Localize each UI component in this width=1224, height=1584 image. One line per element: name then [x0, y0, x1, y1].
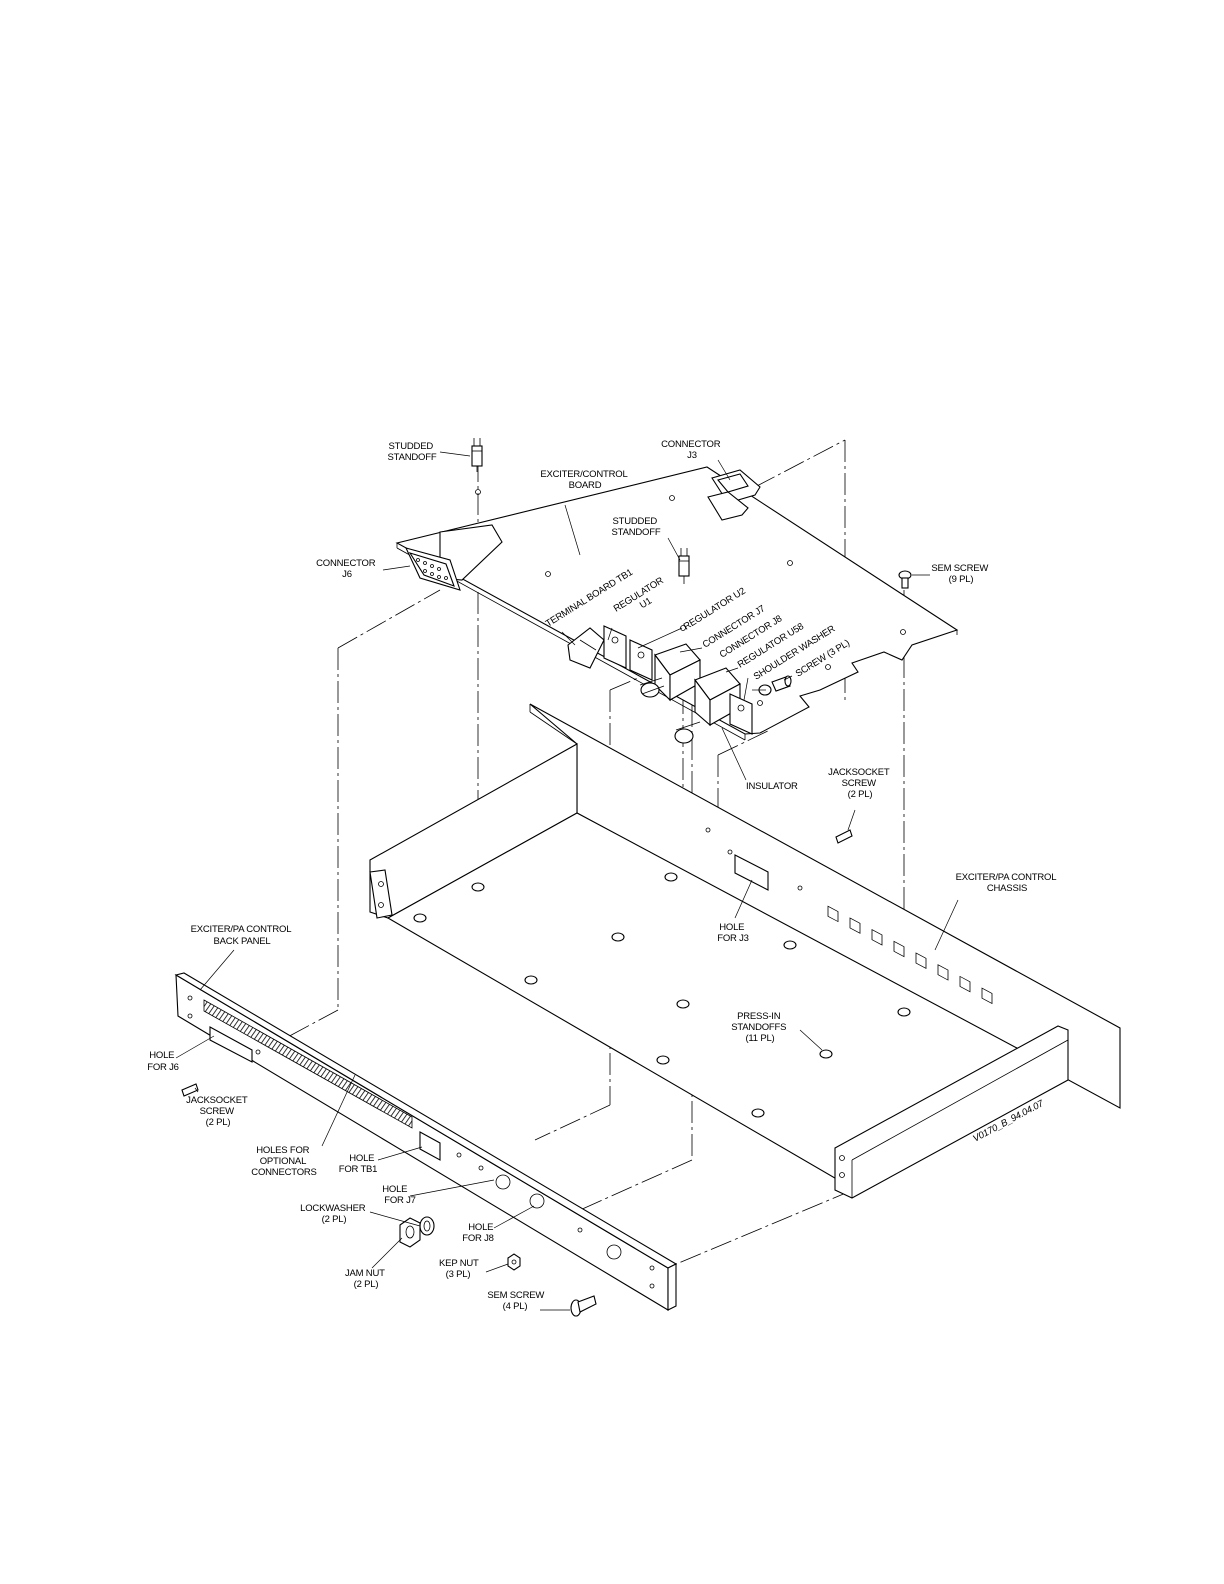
press-in-standoffs-label: PRESS-IN STANDOFFS (11 PL) — [731, 1011, 788, 1044]
sem-screw-4pl — [570, 1295, 597, 1317]
sem-screw-4pl-label: SEM SCREW (4 PL) — [487, 1290, 546, 1312]
regulator-u58 — [729, 693, 753, 735]
connector-j3-label: CONNECTOR J3 — [661, 439, 723, 461]
hole-for-tb1-label: HOLE FOR TB1 — [339, 1153, 378, 1175]
studded-standoff-top-label: STUDDED STANDOFF — [388, 441, 437, 463]
exciter-pa-control-back-panel — [174, 972, 678, 1311]
jacksocket-screw-left-label: JACKSOCKET SCREW (2 PL) — [186, 1095, 250, 1128]
studded-standoff-top — [471, 438, 483, 472]
regulator-u2 — [629, 639, 653, 681]
terminal-board-tb1 — [567, 627, 605, 669]
lockwasher-label: LOCKWASHER (2 PL) — [300, 1203, 368, 1225]
kep-nut-label: KEP NUT (3 PL) — [439, 1258, 481, 1280]
exciter-pa-control-back-panel-label: EXCITER/PA CONTROL BACK PANEL — [191, 924, 294, 947]
connector-j3 — [707, 469, 761, 521]
connector-j6 — [404, 524, 503, 591]
jam-nut — [399, 1217, 421, 1248]
holes-for-optional-connectors-label: HOLES FOR OPTIONAL CONNECTORS — [251, 1145, 316, 1178]
press-in-standoffs — [413, 872, 911, 1118]
exciter-control-board — [395, 466, 959, 741]
exciter-pa-control-chassis — [369, 703, 1121, 1199]
connector-j6-label: CONNECTOR J6 — [316, 558, 378, 580]
hole-for-j3-label: HOLE FOR J3 — [717, 922, 749, 944]
jacksocket-screw-right — [835, 829, 853, 844]
hole-for-j6-label: HOLE FOR J6 — [147, 1050, 179, 1073]
screw-3pl — [771, 675, 792, 692]
connector-j7 — [639, 643, 701, 702]
exciter-control-board-label: EXCITER/CONTROL BOARD — [540, 469, 629, 491]
leader-lines — [175, 451, 959, 1311]
jam-nut-label: JAM NUT (2 PL) — [345, 1268, 387, 1290]
studded-standoff-mid — [678, 548, 690, 584]
hole-for-j7-label: HOLE FOR J7 — [382, 1184, 416, 1206]
jacksocket-screw-right-label: JACKSOCKET SCREW (2 PL) — [828, 767, 892, 800]
exciter-pa-control-chassis-label: EXCITER/PA CONTROL CHASSIS — [956, 872, 1059, 894]
insulator-label: INSULATOR — [746, 781, 798, 792]
jacksocket-screw-left — [181, 1083, 199, 1097]
sem-screw-9pl-label: SEM SCREW (9 PL) — [931, 563, 990, 585]
kep-nut — [507, 1253, 521, 1271]
lockwasher — [419, 1216, 435, 1236]
studded-standoff-mid-label: STUDDED STANDOFF — [612, 516, 661, 538]
sem-screw-9pl — [898, 570, 912, 589]
connector-j8 — [674, 667, 741, 744]
hole-for-j8-label: HOLE FOR J8 — [462, 1222, 496, 1244]
